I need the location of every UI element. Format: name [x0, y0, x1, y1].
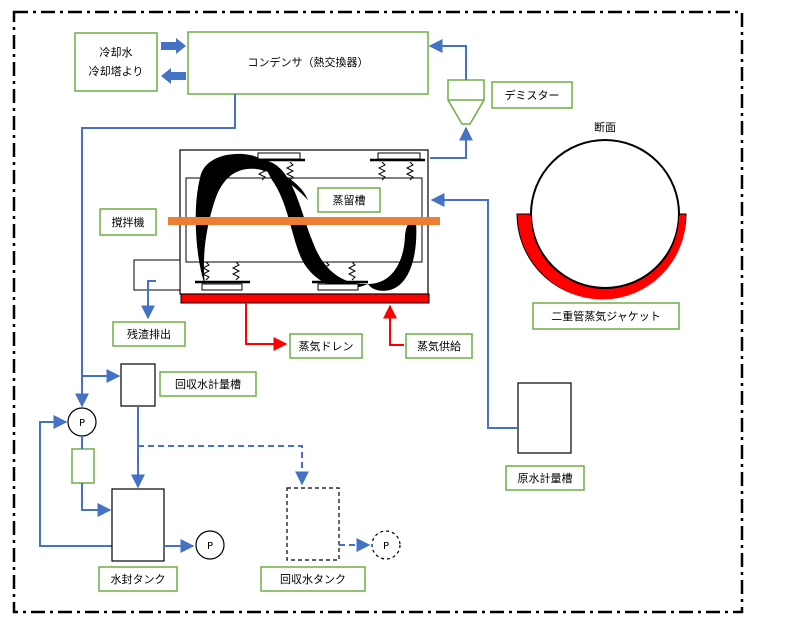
spring-support-bottom-right — [312, 261, 368, 291]
pipe-steam-supply — [383, 304, 404, 346]
steam-drain-label-box — [289, 333, 363, 359]
agitator-label: 撹拌機 — [112, 215, 145, 229]
residue-outlet-box — [133, 259, 181, 291]
raw-water-meter-tank-label: 原水計量槽 — [518, 471, 573, 485]
agitator-ribbon-middle — [262, 160, 368, 289]
cooling-water-box — [74, 32, 158, 92]
pipe-still-to-demister — [430, 126, 473, 159]
spring-support-top-left — [250, 152, 305, 181]
demister-symbol — [447, 79, 485, 125]
steam-jacket-bar — [180, 293, 430, 304]
water-seal-tank-label-box — [98, 566, 178, 592]
evaporation-tank-label: 蒸留槽 — [333, 194, 366, 207]
jacket-cross-section-fill — [519, 216, 686, 300]
water-seal-tank-label: 水封タンク — [111, 572, 166, 586]
raw-water-meter-tank-label-box — [505, 465, 585, 491]
evaporation-tank-label-box — [317, 187, 381, 213]
pump-symbol-seal — [195, 530, 225, 560]
pipe-strainer-to-seal-tank — [81, 483, 112, 517]
pipe-recirculation-loop — [39, 415, 112, 547]
spring-support-top-right — [370, 152, 425, 181]
pump-label-recovered: P — [383, 541, 389, 552]
recovered-water-meter-tank-label: 回収水計量槽 — [175, 377, 241, 391]
strainer-box — [71, 448, 95, 484]
agitator-ribbon-right — [368, 221, 417, 291]
demister-box — [491, 81, 573, 109]
steam-supply-label-box — [405, 333, 473, 359]
cooling-water-label-2: 冷却塔より — [89, 65, 144, 78]
pipe-demister-to-condenser — [428, 39, 467, 80]
demister-label: デミスター — [505, 88, 560, 102]
recovered-water-meter-tank-label-box — [159, 371, 257, 397]
pipe-residue-discharge — [141, 280, 156, 320]
system-boundary-frame — [12, 10, 744, 614]
residue-discharge-label-box — [112, 321, 186, 347]
pump-label-seal: P — [207, 541, 213, 552]
spring-support-bottom-left — [195, 261, 250, 291]
cooling-water-in-arrow — [161, 38, 186, 54]
agitator-ribbon-left — [195, 153, 308, 285]
water-seal-tank — [111, 488, 165, 562]
pipe-to-recovered-tank-dashed — [138, 445, 309, 486]
agitator-shaft — [168, 217, 440, 225]
condenser-label: コンデンサ（熱交換器） — [248, 55, 369, 69]
double-tube-jacket-label: 二重管蒸気ジャケット — [551, 309, 660, 323]
condenser-box — [187, 31, 429, 95]
cooling-water-label-1: 冷却水 — [100, 46, 133, 59]
raw-water-meter-tank — [517, 382, 572, 454]
recovered-water-tank — [286, 487, 340, 561]
cross-section-title: 断面 — [594, 120, 616, 134]
steam-drain-label: 蒸気ドレン — [299, 339, 354, 353]
pipe-raw-water-feed — [430, 193, 518, 429]
steam-supply-label: 蒸気供給 — [417, 339, 461, 353]
pipe-condensate-down — [75, 94, 236, 408]
agitator-label-box — [99, 208, 157, 236]
recovered-water-tank-label: 回収水タンク — [280, 573, 346, 586]
recovered-water-meter-tank — [120, 363, 156, 407]
cooling-water-out-arrow — [161, 68, 186, 84]
pump-symbol-recovered — [371, 530, 401, 560]
recovered-water-tank-label-box — [260, 566, 366, 592]
pipe-steam-drain — [245, 303, 288, 351]
pump-label-main: P — [79, 418, 85, 429]
residue-discharge-label: 残渣排出 — [127, 327, 171, 341]
double-tube-jacket-label-box — [532, 302, 680, 330]
vessel-cross-section — [530, 139, 680, 289]
